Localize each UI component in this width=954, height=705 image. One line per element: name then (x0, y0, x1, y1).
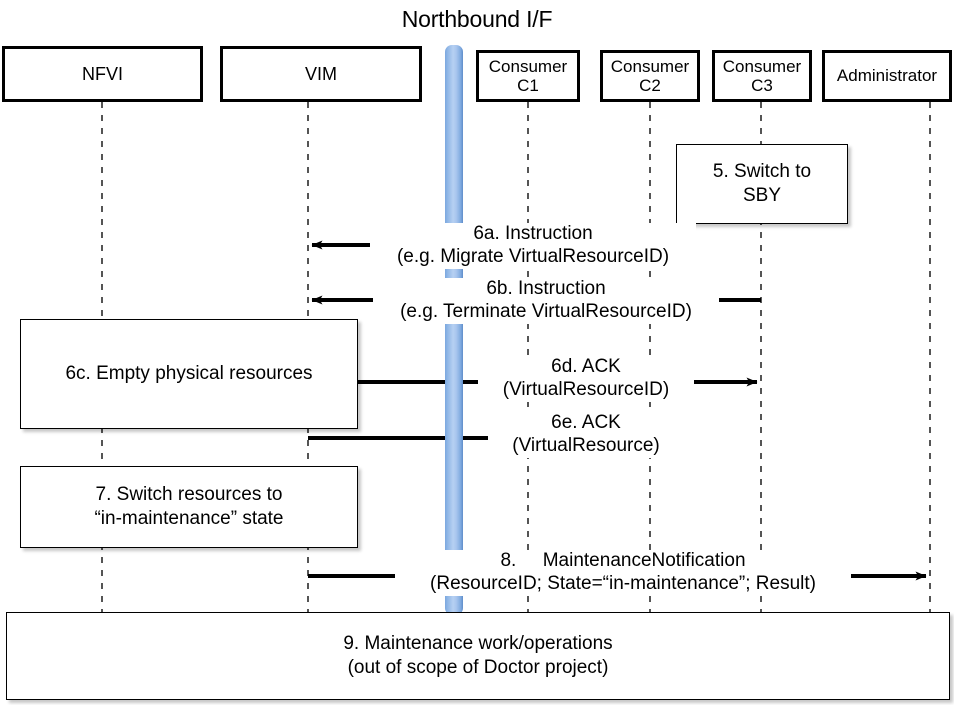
actor-label-vim: VIM (304, 63, 337, 84)
note-6c-line1: 6c. Empty physical resources (65, 363, 313, 385)
note-box-maintenance-work[interactable]: 9. Maintenance work/operations (out of s… (6, 612, 950, 700)
note-box-switch-to-sby[interactable]: 5. Switch to SBY (676, 144, 848, 224)
note-7-line2: “in-maintenance” state (94, 508, 284, 529)
actor-box-nfvi[interactable]: NFVI (2, 46, 203, 102)
message-label-6b-line1: 6b. Instruction (486, 278, 606, 299)
actor-label-consumer-c1: Consumer C1 (488, 56, 568, 95)
message-label-6a-line2: (e.g. Migrate VirtualResourceID) (396, 245, 670, 267)
actor-label-administrator: Administrator (836, 66, 938, 86)
message-label-8-line2: (ResourceID; State=“in-maintenance”; Res… (430, 572, 816, 594)
actor-box-consumer-c2[interactable]: Consumer C2 (600, 50, 700, 102)
message-label-6e-line1: 6e. ACK (551, 412, 621, 433)
message-label-6b: 6b. Instruction (e.g. Terminate VirtualR… (373, 278, 719, 324)
message-label-6e-line2: (VirtualResource) (512, 434, 660, 456)
diagram-title: Northbound I/F (401, 6, 553, 32)
actor-box-consumer-c1[interactable]: Consumer C1 (476, 50, 580, 102)
northbound-interface-bar (445, 45, 463, 615)
message-label-6e: 6e. ACK (VirtualResource) (488, 412, 684, 458)
note-9-line1: 9. Maintenance work/operations (343, 633, 613, 655)
message-label-6a: 6a. Instruction (e.g. Migrate VirtualRes… (370, 223, 696, 269)
message-label-6d-line2: (VirtualResourceID) (502, 378, 670, 400)
note-box-empty-physical-resources[interactable]: 6c. Empty physical resources (20, 319, 358, 429)
actor-box-consumer-c3[interactable]: Consumer C3 (712, 50, 812, 102)
message-label-6b-line2: (e.g. Terminate VirtualResourceID) (400, 300, 692, 322)
actor-label-nfvi: NFVI (81, 63, 123, 84)
note-box-switch-resources-in-maintenance[interactable]: 7. Switch resources to “in-maintenance” … (20, 466, 358, 548)
note-9-line2: (out of scope of Doctor project) (347, 657, 609, 678)
message-label-8-line1: 8. MaintenanceNotification (500, 550, 746, 571)
actor-label-consumer-c3: Consumer C3 (722, 56, 802, 95)
note-5-line2: SBY (742, 185, 782, 206)
actor-box-vim[interactable]: VIM (220, 46, 422, 102)
message-label-6a-line1: 6a. Instruction (473, 223, 593, 244)
message-label-6d-line1: 6d. ACK (551, 356, 621, 377)
actor-box-administrator[interactable]: Administrator (822, 50, 952, 102)
actor-label-consumer-c2: Consumer C2 (610, 56, 690, 95)
message-label-6d: 6d. ACK (VirtualResourceID) (478, 356, 694, 402)
message-label-8: 8. MaintenanceNotification (ResourceID; … (395, 550, 851, 596)
note-7-line1: 7. Switch resources to (95, 484, 283, 506)
note-5-line1: 5. Switch to (712, 161, 812, 183)
